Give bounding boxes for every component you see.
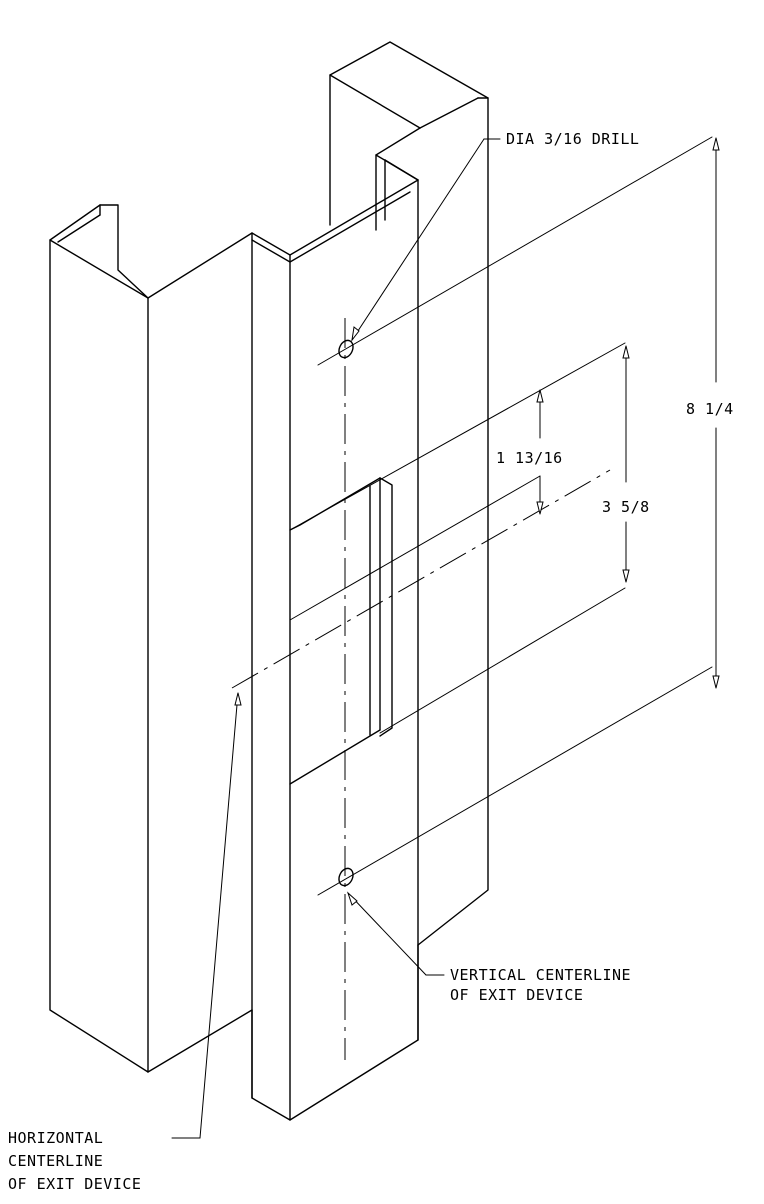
dimension-overall: 8 1/4: [686, 137, 734, 689]
horizontal-centerline-callout: HORIZONTAL CENTERLINE OF EXIT DEVICE: [8, 692, 242, 1193]
horizontal-centerline: [231, 469, 611, 689]
dimension-cutout-label: 3 5/8: [602, 498, 650, 516]
horizontal-centerline-label-2: CENTERLINE: [8, 1152, 103, 1170]
drill-hole-top: [338, 339, 354, 359]
strike-cutout: [289, 477, 393, 785]
frame-back-section: [329, 41, 489, 1041]
horizontal-centerline-label-1: HORIZONTAL: [8, 1129, 103, 1147]
horizontal-centerline-label-3: OF EXIT DEVICE: [8, 1175, 141, 1193]
vertical-centerline-label-1: VERTICAL CENTERLINE: [450, 966, 631, 984]
drill-hole-bottom: [338, 867, 354, 887]
dimension-cutout: 3 5/8: [602, 345, 650, 583]
frame-left-section: [49, 204, 253, 1073]
frame-middle-section: [251, 232, 291, 1121]
vertical-centerline-callout: VERTICAL CENTERLINE OF EXIT DEVICE: [346, 891, 631, 1004]
vertical-centerline-label-2: OF EXIT DEVICE: [450, 986, 583, 1004]
drill-callout: DIA 3/16 DRILL: [351, 130, 639, 342]
extension-lines: [289, 136, 713, 896]
dimension-half: 1 13/16: [496, 389, 563, 515]
dimension-half-label: 1 13/16: [496, 449, 563, 467]
frame-strike-face: [289, 179, 419, 1121]
dimension-overall-label: 8 1/4: [686, 400, 734, 418]
drill-callout-label: DIA 3/16 DRILL: [506, 130, 639, 148]
